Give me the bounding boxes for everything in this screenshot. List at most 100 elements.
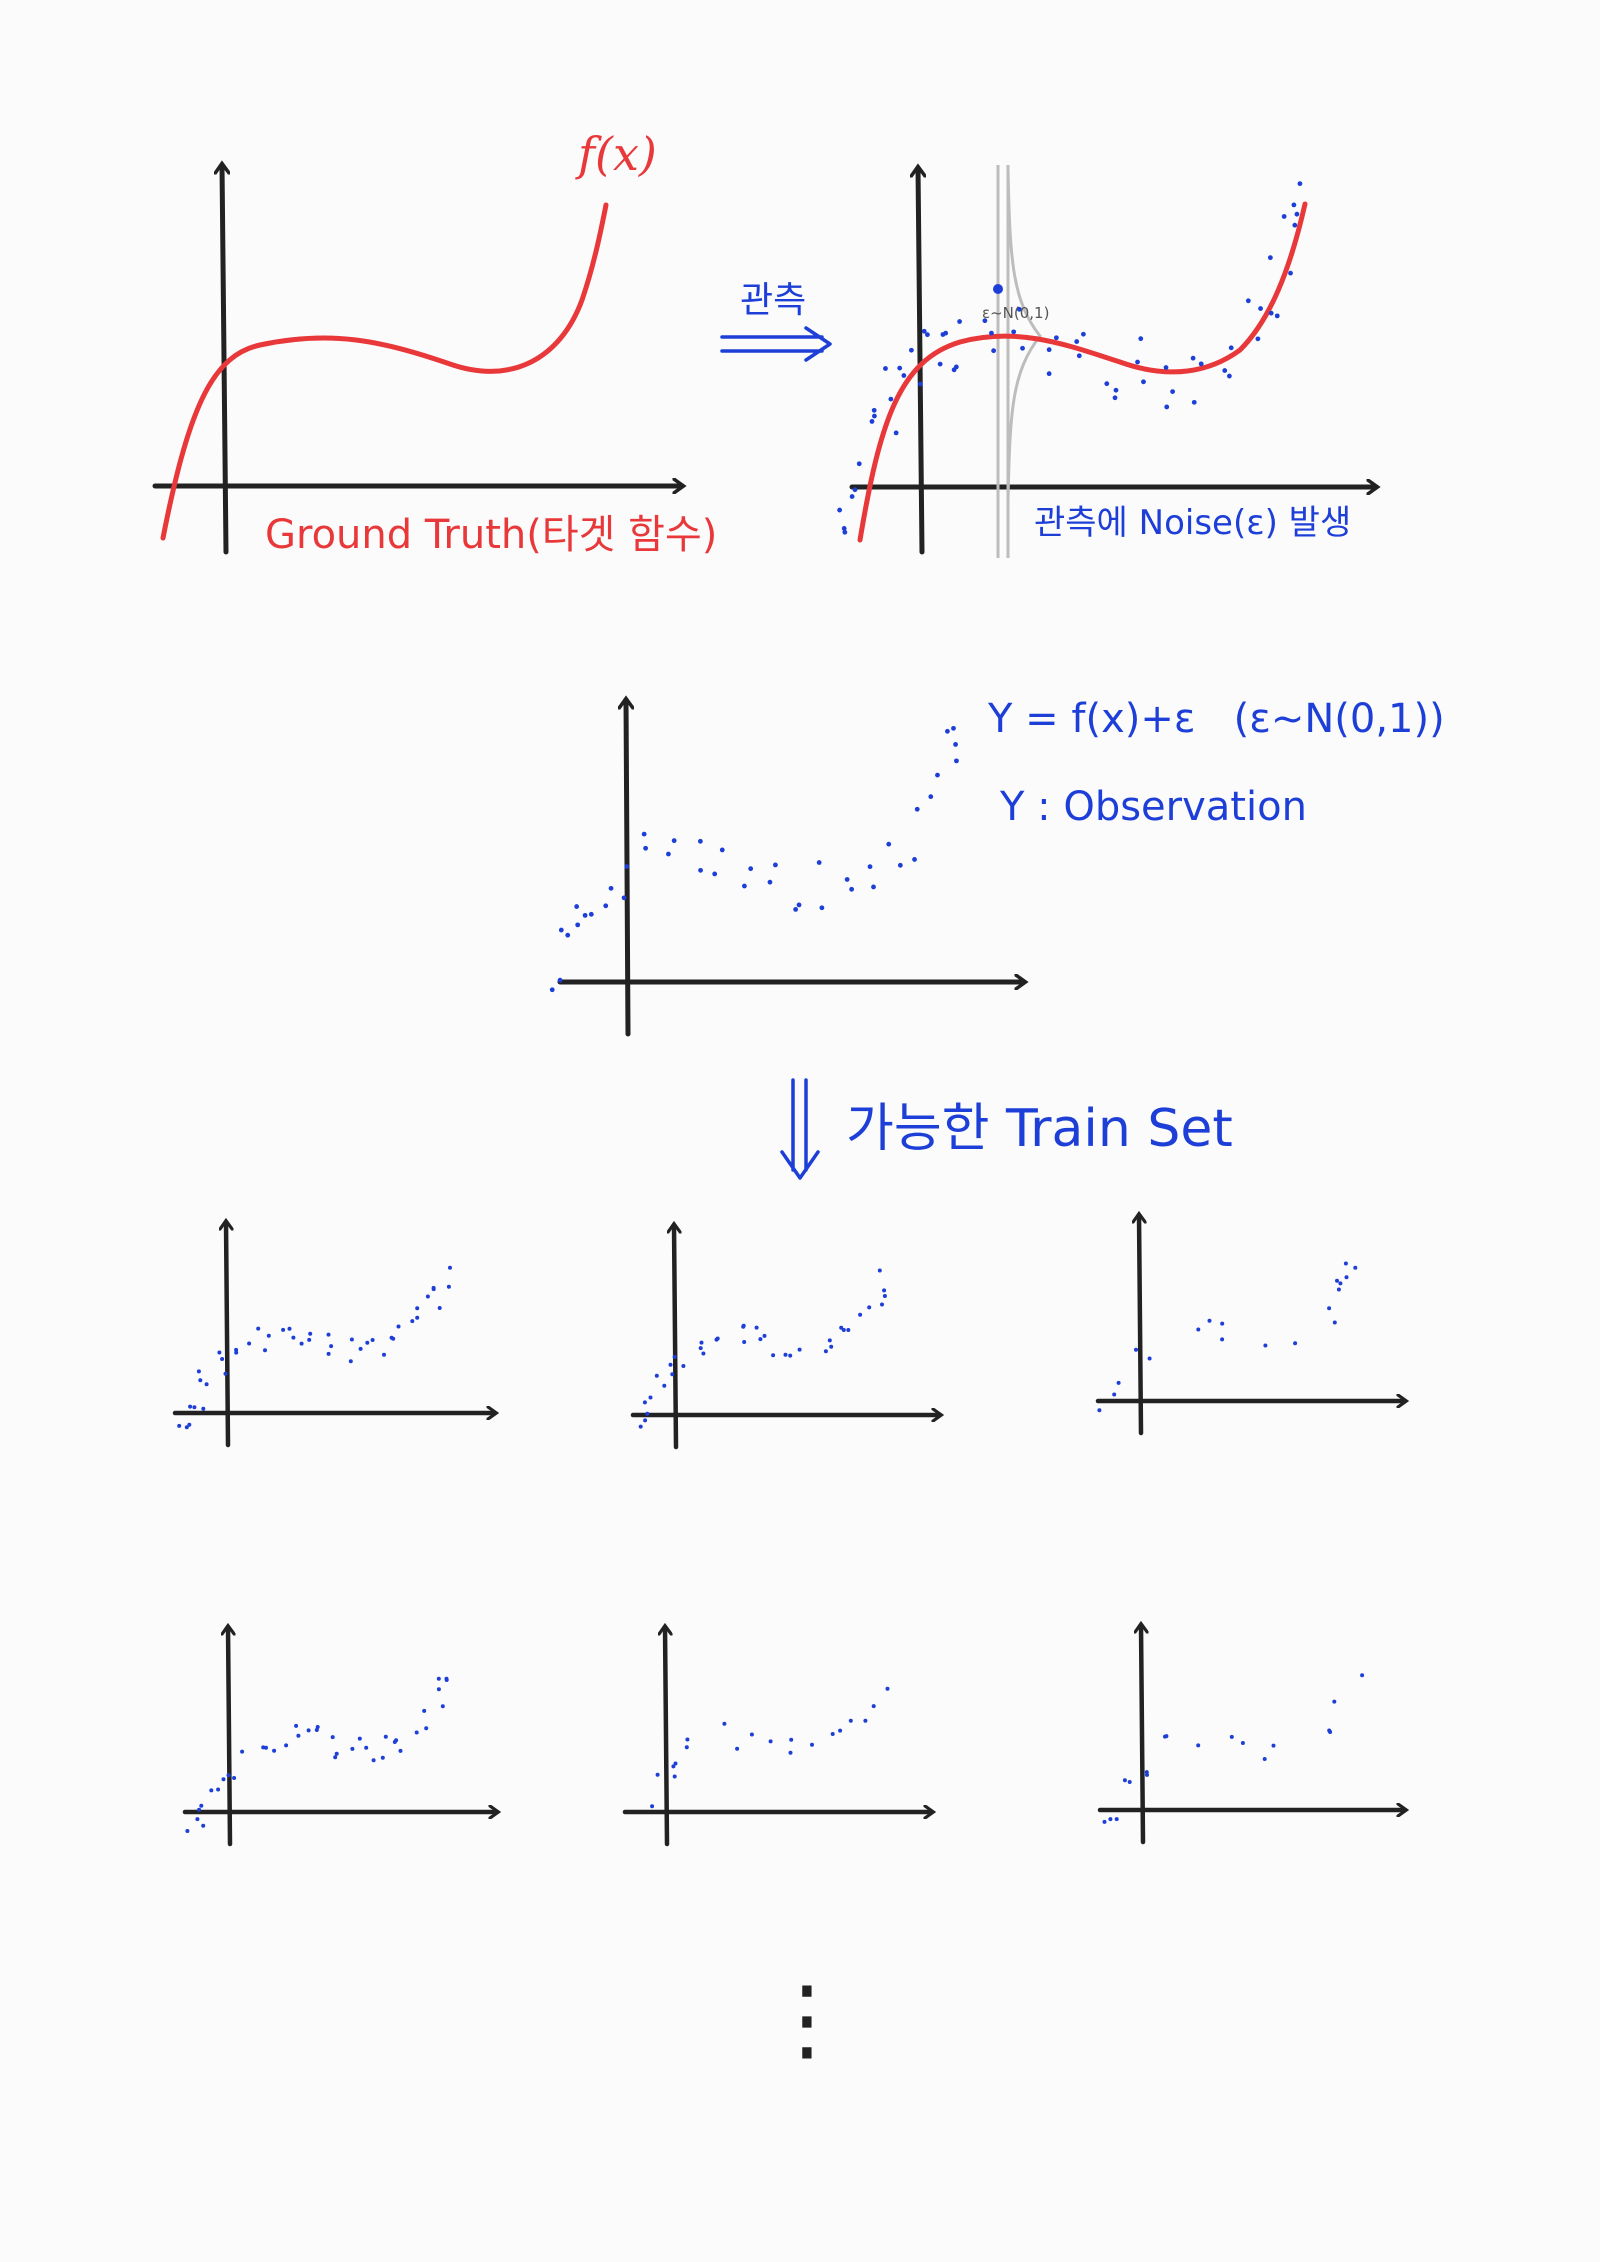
observation-point xyxy=(608,885,614,891)
observation-point xyxy=(856,461,862,467)
train-point xyxy=(1336,1287,1341,1292)
train-set-y-axis xyxy=(228,1627,230,1847)
train-point xyxy=(329,1344,334,1349)
train-point xyxy=(284,1743,289,1748)
train-point xyxy=(240,1749,245,1754)
train-point xyxy=(334,1751,339,1756)
observation-point xyxy=(841,526,847,531)
train-point xyxy=(762,1333,767,1338)
train-point xyxy=(838,1728,843,1733)
observation-point xyxy=(897,862,903,868)
train-point xyxy=(789,1737,794,1742)
train-point xyxy=(882,1294,887,1298)
observation-point xyxy=(819,905,825,911)
observation-point xyxy=(1190,355,1196,361)
train-point xyxy=(247,1341,252,1346)
train-point xyxy=(226,1773,231,1778)
train-point xyxy=(383,1734,388,1739)
observation-point xyxy=(844,877,850,882)
observation-point xyxy=(982,318,988,324)
train-point xyxy=(810,1742,814,1747)
observation-point xyxy=(1135,359,1140,365)
train-point xyxy=(437,1306,442,1310)
train-point xyxy=(880,1302,884,1307)
train-set-plot xyxy=(172,1222,495,1448)
train-point xyxy=(754,1325,759,1330)
observation-point xyxy=(921,328,927,334)
observation-point xyxy=(928,794,934,800)
observation-point xyxy=(1141,379,1146,385)
observation-point xyxy=(912,857,917,862)
train-point xyxy=(177,1423,182,1428)
observation-point xyxy=(1274,313,1280,319)
train-point xyxy=(829,1344,834,1349)
observation-point xyxy=(917,381,923,387)
train-set-y-axis xyxy=(674,1225,676,1450)
observe-label: 관측 xyxy=(740,280,806,321)
train-point xyxy=(266,1333,271,1338)
train-point xyxy=(394,1738,399,1743)
train-point xyxy=(858,1312,863,1317)
train-point xyxy=(333,1755,338,1760)
observation-point xyxy=(624,864,630,869)
train-point xyxy=(1338,1281,1343,1286)
train-set-label: 가능한 Train Set xyxy=(846,1099,1233,1159)
train-point xyxy=(1229,1734,1234,1739)
train-point xyxy=(234,1347,239,1352)
train-point xyxy=(650,1804,655,1809)
train-point xyxy=(291,1335,296,1340)
train-point xyxy=(1122,1778,1127,1783)
function-label: f(x) xyxy=(575,127,657,181)
observation-point xyxy=(1222,368,1228,373)
observation-point xyxy=(925,332,930,338)
train-point xyxy=(749,1732,754,1737)
observation-point xyxy=(957,319,962,324)
panel-observation: Y = f(x)+ε (ε~N(0,1)) Y : Observation xyxy=(549,696,1445,1037)
train-point xyxy=(382,1352,386,1357)
observation-point xyxy=(897,365,903,371)
observation-point xyxy=(588,911,594,917)
train-set-plot xyxy=(182,1627,497,1847)
train-point xyxy=(187,1422,192,1427)
train-set-y-axis xyxy=(226,1222,228,1448)
train-point xyxy=(308,1331,313,1336)
train-point xyxy=(846,1328,851,1332)
panel2-y-axis xyxy=(918,168,922,555)
train-point xyxy=(1220,1321,1225,1326)
train-point xyxy=(201,1823,206,1828)
observation-point xyxy=(1288,270,1293,276)
train-point xyxy=(1353,1265,1358,1270)
train-point xyxy=(735,1746,740,1751)
panel1-y-axis xyxy=(222,165,226,555)
observation-point xyxy=(1020,345,1025,351)
train-point xyxy=(370,1338,375,1342)
observation-point xyxy=(1011,329,1017,335)
observation-point xyxy=(849,494,855,499)
train-point xyxy=(655,1772,660,1777)
train-point xyxy=(1335,1278,1339,1283)
train-point xyxy=(1108,1817,1113,1822)
train-point xyxy=(722,1721,727,1726)
ground-truth-curve-overlay xyxy=(857,201,1308,543)
train-point xyxy=(863,1718,868,1723)
train-point xyxy=(1360,1673,1365,1678)
train-point xyxy=(1343,1261,1348,1266)
train-point xyxy=(431,1287,436,1292)
train-set-plot xyxy=(1095,1215,1405,1436)
train-point xyxy=(670,1372,675,1377)
train-point xyxy=(220,1357,225,1361)
observation-point xyxy=(1228,345,1234,351)
train-point xyxy=(654,1373,659,1378)
train-point xyxy=(672,1354,677,1359)
observe-double-arrow xyxy=(720,326,832,362)
train-point xyxy=(823,1349,828,1354)
train-point xyxy=(216,1787,221,1792)
observation-point xyxy=(574,904,580,909)
train-point xyxy=(315,1725,320,1729)
train-point xyxy=(1327,1728,1332,1733)
observation-point xyxy=(1292,222,1298,228)
train-point xyxy=(848,1718,853,1723)
train-point xyxy=(314,1728,319,1732)
train-point xyxy=(414,1730,419,1735)
train-point xyxy=(444,1676,449,1681)
